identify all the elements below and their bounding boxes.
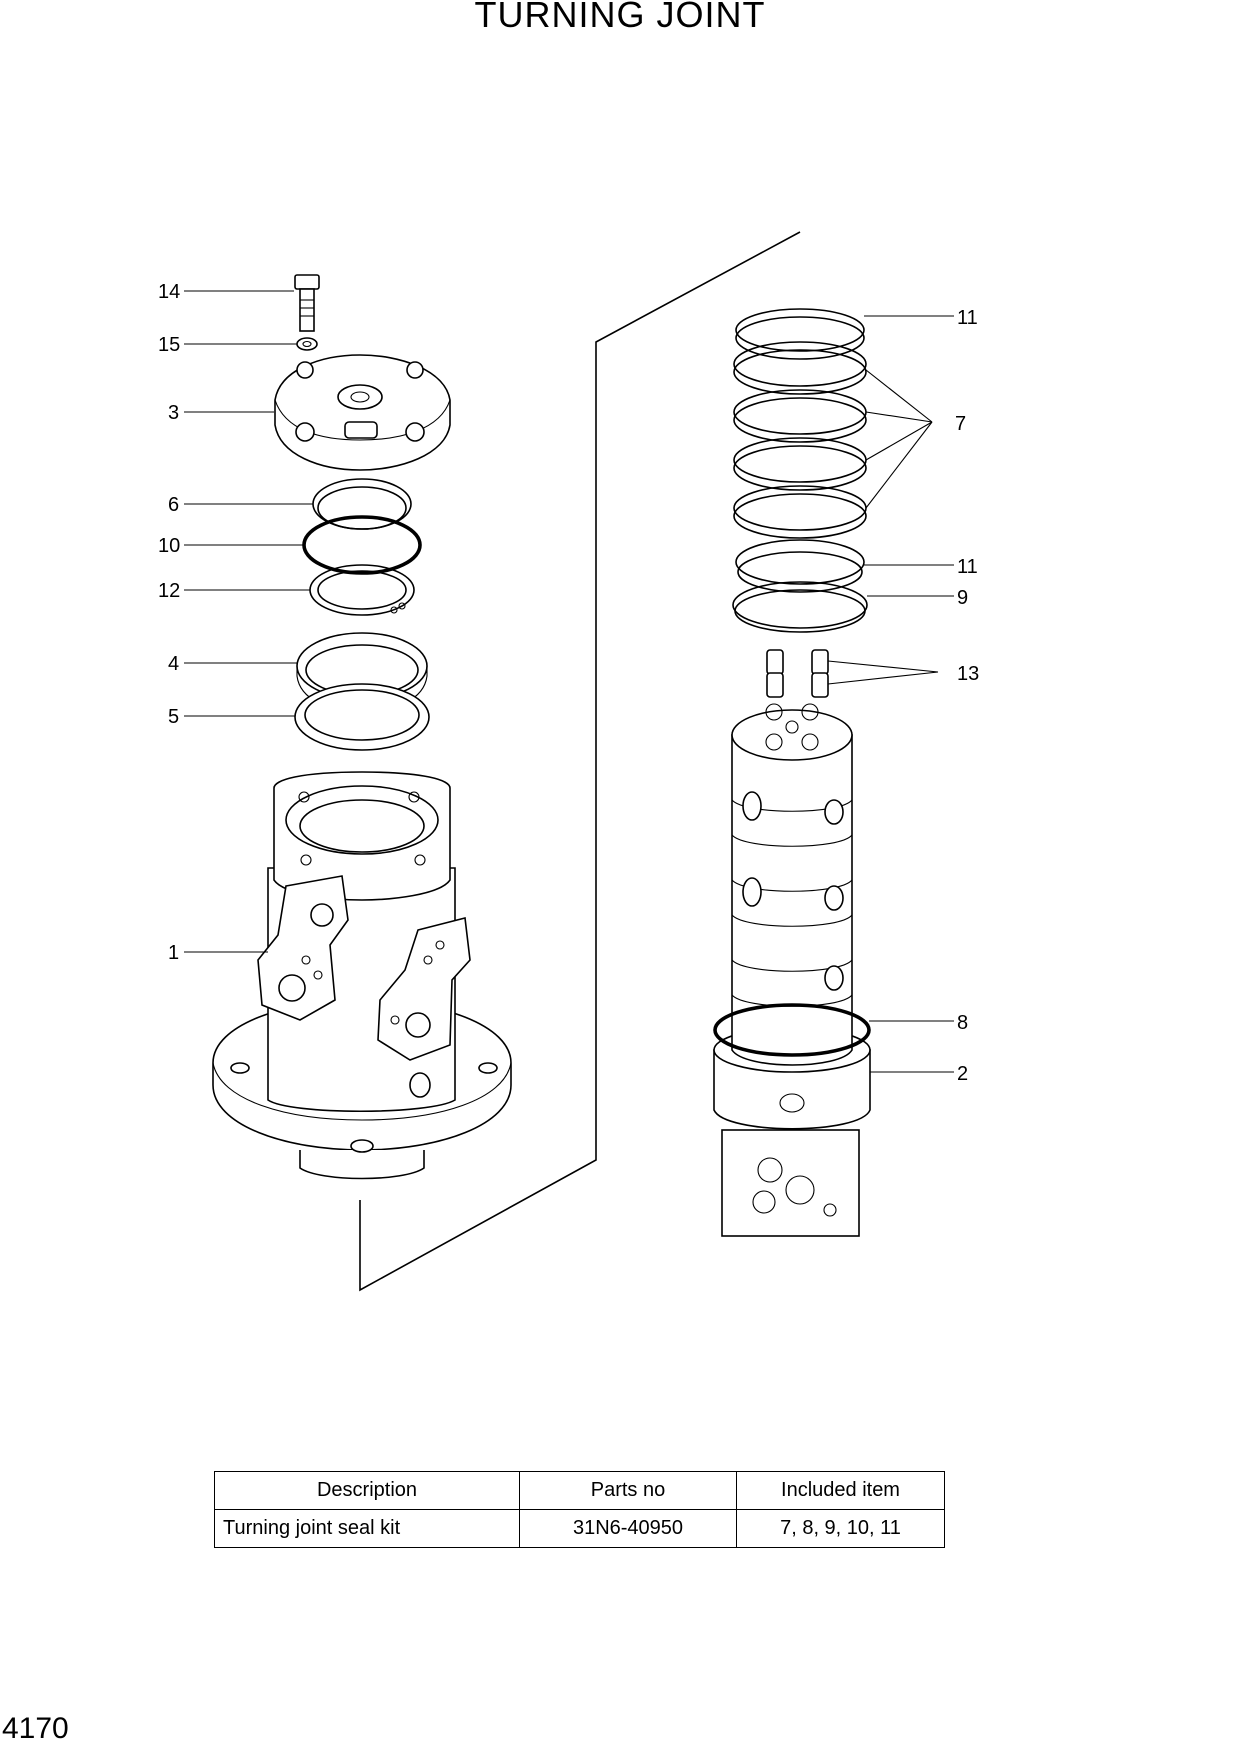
plug-parts-13 [766, 649, 829, 698]
table-cell-included-item: 7, 8, 9, 10, 11 [736, 1509, 945, 1548]
leader-lines [184, 290, 954, 1073]
table-cell-description: Turning joint seal kit [214, 1509, 520, 1548]
hub-part-1 [212, 771, 512, 1180]
callout-15: 15 [158, 334, 180, 356]
page-number: 4170 [2, 1712, 69, 1745]
callout-5: 5 [168, 706, 179, 728]
callout-14: 14 [158, 281, 180, 303]
seal-ring-part-11 [735, 539, 865, 593]
assembly-link-line [359, 231, 801, 1292]
shaft-part-2 [713, 703, 871, 1237]
o-ring-part-8 [713, 1003, 871, 1057]
shim-part-5 [294, 683, 430, 751]
table-cell-parts-no: 31N6-40950 [519, 1509, 737, 1548]
callout-8: 8 [957, 1012, 968, 1034]
washer-part-15 [296, 337, 318, 351]
callout-9: 9 [957, 587, 968, 609]
cover-part-3 [274, 354, 451, 471]
callout-11-top: 11 [957, 307, 978, 329]
bolt-part-14 [294, 274, 320, 332]
callout-3: 3 [168, 402, 179, 424]
callout-12: 12 [158, 580, 180, 602]
callout-11-lower: 11 [957, 556, 978, 578]
callout-10: 10 [158, 535, 180, 557]
ring-part-9 [732, 581, 868, 633]
table-header-row: Description Parts no Included item [214, 1471, 945, 1510]
column-header: Description [214, 1471, 520, 1510]
column-header: Parts no [519, 1471, 737, 1510]
callout-4: 4 [168, 653, 179, 675]
page-title: TURNING JOINT [474, 0, 766, 35]
callout-7: 7 [955, 413, 966, 435]
callout-2: 2 [957, 1063, 968, 1085]
column-header: Included item [736, 1471, 945, 1510]
callout-6: 6 [168, 494, 179, 516]
callout-13: 13 [957, 663, 979, 685]
seal-stack-parts-7-11 [733, 308, 867, 539]
seal-kit-table: Description Parts no Included item Turni… [214, 1471, 945, 1548]
table-row: Turning joint seal kit 31N6-40950 7, 8, … [214, 1509, 945, 1548]
callout-1: 1 [168, 942, 179, 964]
